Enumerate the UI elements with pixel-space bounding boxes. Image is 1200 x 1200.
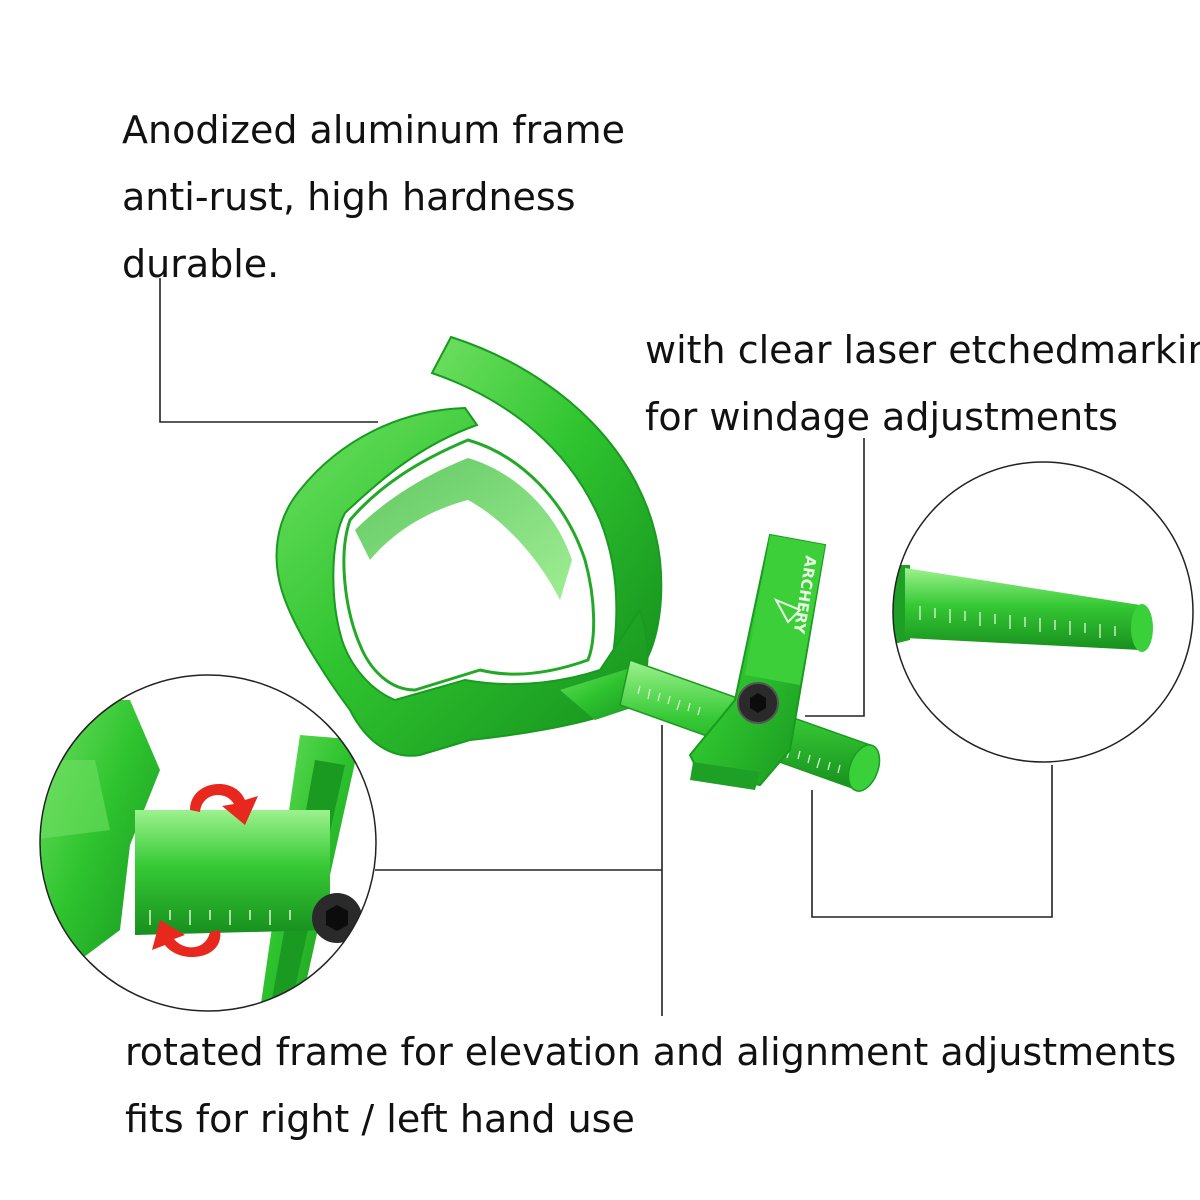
caption-frame-line3: durable. [122,242,280,286]
zoom-circle-windage [893,462,1193,762]
windage-block: ARCHERY [688,533,827,790]
caption-frame-line2: anti-rust, high hardness [122,175,576,219]
rotate-arrow-bottom-icon [152,920,221,957]
caption-frame-line1: Anodized aluminum frame [122,108,625,152]
rotate-arrow-top-icon [190,783,258,825]
caption-rotate-line1: rotated frame for elevation and alignmen… [125,1030,1177,1074]
leader-line-rod-end [811,765,1053,918]
clamp-frame [275,335,663,757]
caption-rotate: rotated frame for elevation and alignmen… [125,1019,1176,1153]
caption-rotate-line2: fits for right / left hand use [125,1097,635,1141]
leader-line-frame [159,278,378,423]
caption-windage-line1: with clear laser etchedmarkings [645,328,1200,372]
engraving-logo-icon [773,597,802,624]
caption-frame: Anodized aluminum frame anti-rust, high … [122,97,625,298]
caption-windage-line2: for windage adjustments [645,395,1118,439]
leader-line-windage [805,438,865,717]
caption-windage: with clear laser etchedmarkings for wind… [645,317,1200,451]
leader-lines [159,278,1053,1016]
zoom-circle-rotation [40,675,376,1011]
